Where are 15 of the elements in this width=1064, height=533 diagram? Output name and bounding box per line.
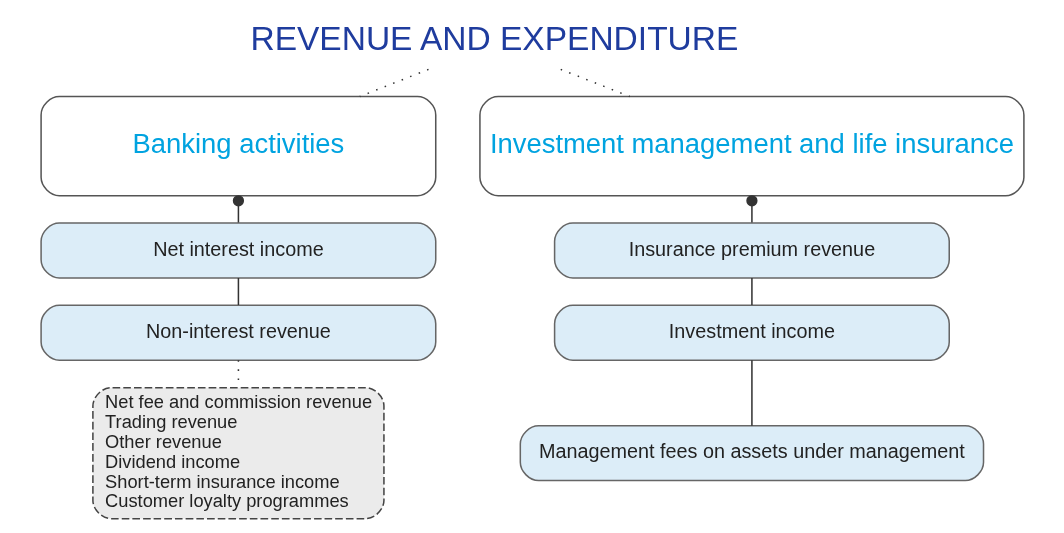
node-box: Management fees on assets under management [519,424,984,482]
connector [750,359,753,427]
node-box: Net interest income [39,222,436,279]
node-text: REVENUE AND EXPENDITURE [249,20,738,58]
node-box: Net fee and commission revenue Trading revenue Other revenue Dividend income Short-term insurance income Customer loyalty programmes [91,386,385,520]
node-box: Investment management and life insurance [478,95,1025,197]
connector [750,277,753,306]
node-box: Non-interest revenue [39,304,436,361]
node-box: Insurance premium revenue [553,222,950,279]
connector [745,195,758,224]
connector [237,277,239,306]
node-box: Banking activities [39,95,436,197]
connector [559,68,631,98]
connector [358,68,429,98]
node-box: Investment income [553,304,950,361]
